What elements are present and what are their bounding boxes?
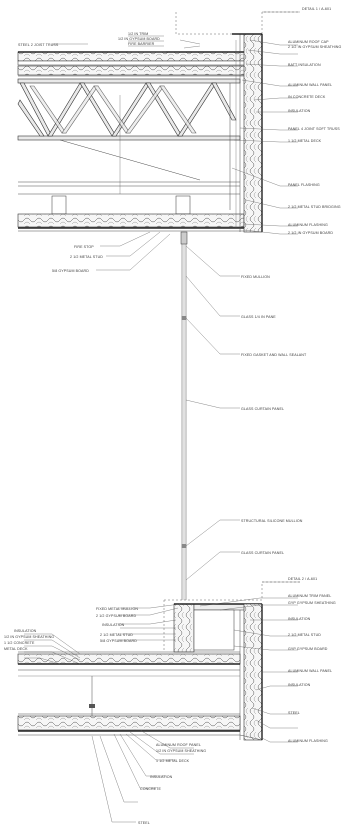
callout-aluminum-flashing: ALUMINUM FLASHING (288, 223, 328, 227)
callout-fire-stop: FIRE STOP (74, 245, 94, 249)
callout-gyp-sheathing: GYP GYPSUM SHEATHING (288, 601, 336, 605)
callout-left-metal-deck: METAL DECK (4, 647, 28, 651)
callout-labels: DETAIL 1 / A-601 ALUMINUM ROOF CAP 2 1/2… (4, 7, 341, 825)
leader-lines (24, 11, 300, 823)
callout-fire-barrier: FIRE BARRIER (128, 42, 155, 46)
callout-left-gyp-sheathing: 1/2 IN GYPSUM SHEATHING (4, 635, 54, 639)
callout-panel-flashing: PANEL FLASHING (288, 183, 320, 187)
callout-left-gypsum-board-2: 2 1/2 GYPSUM BOARD (96, 614, 136, 618)
callout-left-concrete: 1 1/2 CONCRETE (4, 641, 35, 645)
roof-truss-assembly (17, 11, 300, 232)
callout-concrete-deck: IN CONCRETE DECK (288, 95, 326, 99)
callout-insulation-3: INSULATION (288, 683, 311, 687)
callout-fixed-metal-mullion: FIXED METAL MULLION (96, 607, 138, 611)
callout-joist-truss: PANEL 4 JOINT SOFT TRUSS (288, 127, 340, 131)
callout-gypsum-board: 2 1/2 IN GYPSUM BOARD (288, 231, 333, 235)
callout-gyp-board: GYP GYPSUM BOARD (288, 647, 328, 651)
sill-floor-assembly (17, 581, 300, 741)
callout-trim: 1/2 IN TRIM (128, 32, 148, 36)
callout-glass-pane: GLASS 1/4 IN PANE (241, 315, 276, 319)
callout-insulation-1: INSULATION (288, 109, 311, 113)
callout-steel-joist-truss: STEEL 2 JOIST TRUSS (18, 43, 59, 47)
callout-aluminum-flashing-lower: ALUMINUM FLASHING (288, 739, 328, 743)
callout-metal-deck: 1 1/2 METAL DECK (288, 139, 322, 143)
callout-stud-bridging: 2 1/2 METAL STUD BRIDGING (288, 205, 341, 209)
callout-gypsum-sheathing: 2 1/2 IN GYPSUM SHEATHING (288, 45, 341, 49)
callout-left-insulation: INSULATION (102, 623, 125, 627)
callout-steel: STEEL (288, 711, 300, 715)
callout-trim-panel: ALUMINUM TRIM PANEL (288, 594, 331, 598)
callout-aluminum-roof-panel: ALUMINUM ROOF PANEL (156, 743, 201, 747)
callout-bottom-insulation: INSULATION (150, 775, 173, 779)
callout-fixed-mullion: FIXED MULLION (241, 275, 270, 279)
callout-bottom-steel: STEEL (138, 821, 150, 825)
callout-detail-2: DETAIL 2 / A-601 (288, 577, 317, 581)
callout-left-metal-stud-2: 2 1/2 METAL STUD (100, 633, 133, 637)
callout-left-insulation-2: INSULATION (14, 629, 37, 633)
callout-left-5-8-gypsum: 5/8 GYPSUM BOARD (52, 269, 89, 273)
curtain-wall (180, 231, 188, 600)
callout-bottom-metal-deck: 1 1/2 METAL DECK (156, 759, 190, 763)
callout-roof-cap: ALUMINUM ROOF CAP (288, 40, 329, 44)
callout-left-gypsum-board: 1/2 IN GYPSUM BOARD (118, 37, 160, 41)
callout-metal-stud: 2 1/2 METAL STUD (288, 633, 321, 637)
callout-wall-panel-lower: ALUMINUM WALL PANEL (288, 669, 332, 673)
callout-glass-curtain-panel-2: GLASS CURTAIN PANEL (241, 551, 284, 555)
callout-insulation-2: INSULATION (288, 617, 311, 621)
callout-gasket-sealant: FIXED GASKET AND WALL SEALANT (241, 353, 307, 357)
callout-left-5-8-gypsum-2: 5/8 GYPSUM BOARD (100, 639, 137, 643)
callout-glass-curtain-panel: GLASS CURTAIN PANEL (241, 407, 284, 411)
callout-batt-insulation: BATT INSULATION (288, 63, 321, 67)
callout-detail-1: DETAIL 1 / A-601 (302, 7, 331, 11)
callout-bottom-concrete: CONCRETE (140, 787, 161, 791)
callout-aluminum-wall-panel: ALUMINUM WALL PANEL (288, 83, 332, 87)
callout-silicone-mullion: STRUCTURAL SILICONE MULLION (241, 519, 303, 523)
callout-bottom-gyp-sheathing: 1/2 IN GYPSUM SHEATHING (156, 749, 206, 753)
exterior-wall-upper (232, 33, 263, 233)
callout-left-metal-stud: 2 1/2 METAL STUD (70, 255, 103, 259)
